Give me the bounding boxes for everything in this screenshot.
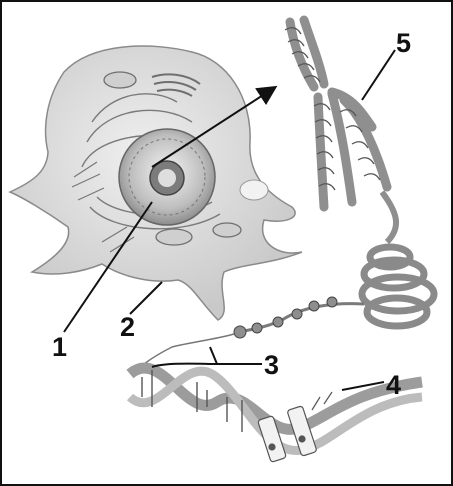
vacuole (240, 180, 268, 200)
mitochondrion (104, 72, 136, 88)
leader-line-5 (362, 50, 395, 100)
label-5: 5 (396, 30, 411, 57)
supercoiled-fiber (382, 192, 396, 242)
mitochondrion (156, 229, 192, 245)
label-4: 4 (386, 372, 401, 399)
leader-line-2 (130, 282, 162, 314)
leader-line-3 (152, 347, 262, 367)
label-1: 1 (52, 334, 67, 361)
mitochondrion (213, 223, 241, 237)
cell (10, 46, 302, 320)
dna-linker (144, 334, 234, 364)
label-3: 3 (264, 352, 279, 379)
nucleus (119, 129, 215, 225)
solenoid-coil (362, 247, 434, 326)
label-2: 2 (120, 314, 135, 341)
chromosome (290, 20, 387, 207)
